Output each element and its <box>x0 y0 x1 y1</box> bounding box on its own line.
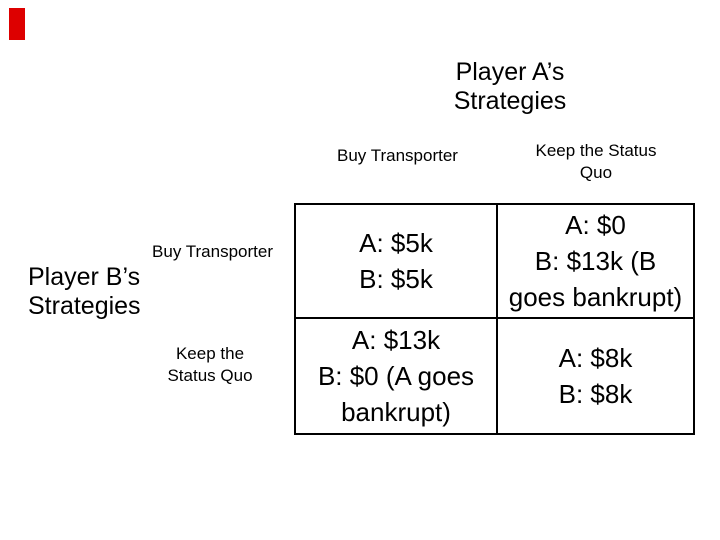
player-a-strategies-title: Player A’s Strategies <box>400 58 620 116</box>
row-header-line: Keep the <box>175 344 245 363</box>
col-header-line: Keep the Status <box>535 141 657 160</box>
payoff-line: A: $13k <box>351 325 441 355</box>
payoff-cell-buy-keep: A: $0 B: $13k (B goes bankrupt) <box>498 205 693 319</box>
payoff-line: bankrupt) <box>341 397 451 427</box>
payoff-line: A: $5k <box>359 228 433 258</box>
payoff-line: goes bankrupt) <box>508 282 683 312</box>
row-header-buy-transporter: Buy Transporter <box>93 241 273 263</box>
payoff-line: B: $8k <box>558 379 633 409</box>
payoff-line: B: $5k <box>359 264 433 294</box>
payoff-line: A: $0 <box>565 210 626 240</box>
col-header-keep-status-quo: Keep the Status Quo <box>496 140 696 184</box>
row-header-line: Status Quo <box>167 366 253 385</box>
payoff-cell-buy-buy: A: $5k B: $5k <box>296 205 498 319</box>
label-line: Strategies <box>28 292 141 320</box>
label-line: Player B’s <box>28 263 141 291</box>
payoff-matrix: A: $5k B: $5k A: $0 B: $13k (B goes bank… <box>294 203 695 435</box>
payoff-line: B: $13k (B <box>534 246 657 276</box>
row-header-line: Buy Transporter <box>152 242 273 261</box>
payoff-line: B: $0 (A goes <box>317 361 475 391</box>
col-header-buy-transporter: Buy Transporter <box>295 145 500 167</box>
title-line: Player A’s <box>455 58 565 86</box>
payoff-line: A: $8k <box>558 343 633 373</box>
payoff-cell-keep-keep: A: $8k B: $8k <box>498 319 693 433</box>
col-header-line: Quo <box>579 163 613 182</box>
player-b-strategies-label: Player B’s Strategies <box>28 263 208 321</box>
col-header-line: Buy Transporter <box>337 146 458 165</box>
row-header-keep-status-quo: Keep the Status Quo <box>135 343 285 387</box>
title-line: Strategies <box>453 87 567 115</box>
payoff-cell-keep-buy: A: $13k B: $0 (A goes bankrupt) <box>296 319 498 433</box>
red-accent-rectangle <box>9 8 25 40</box>
